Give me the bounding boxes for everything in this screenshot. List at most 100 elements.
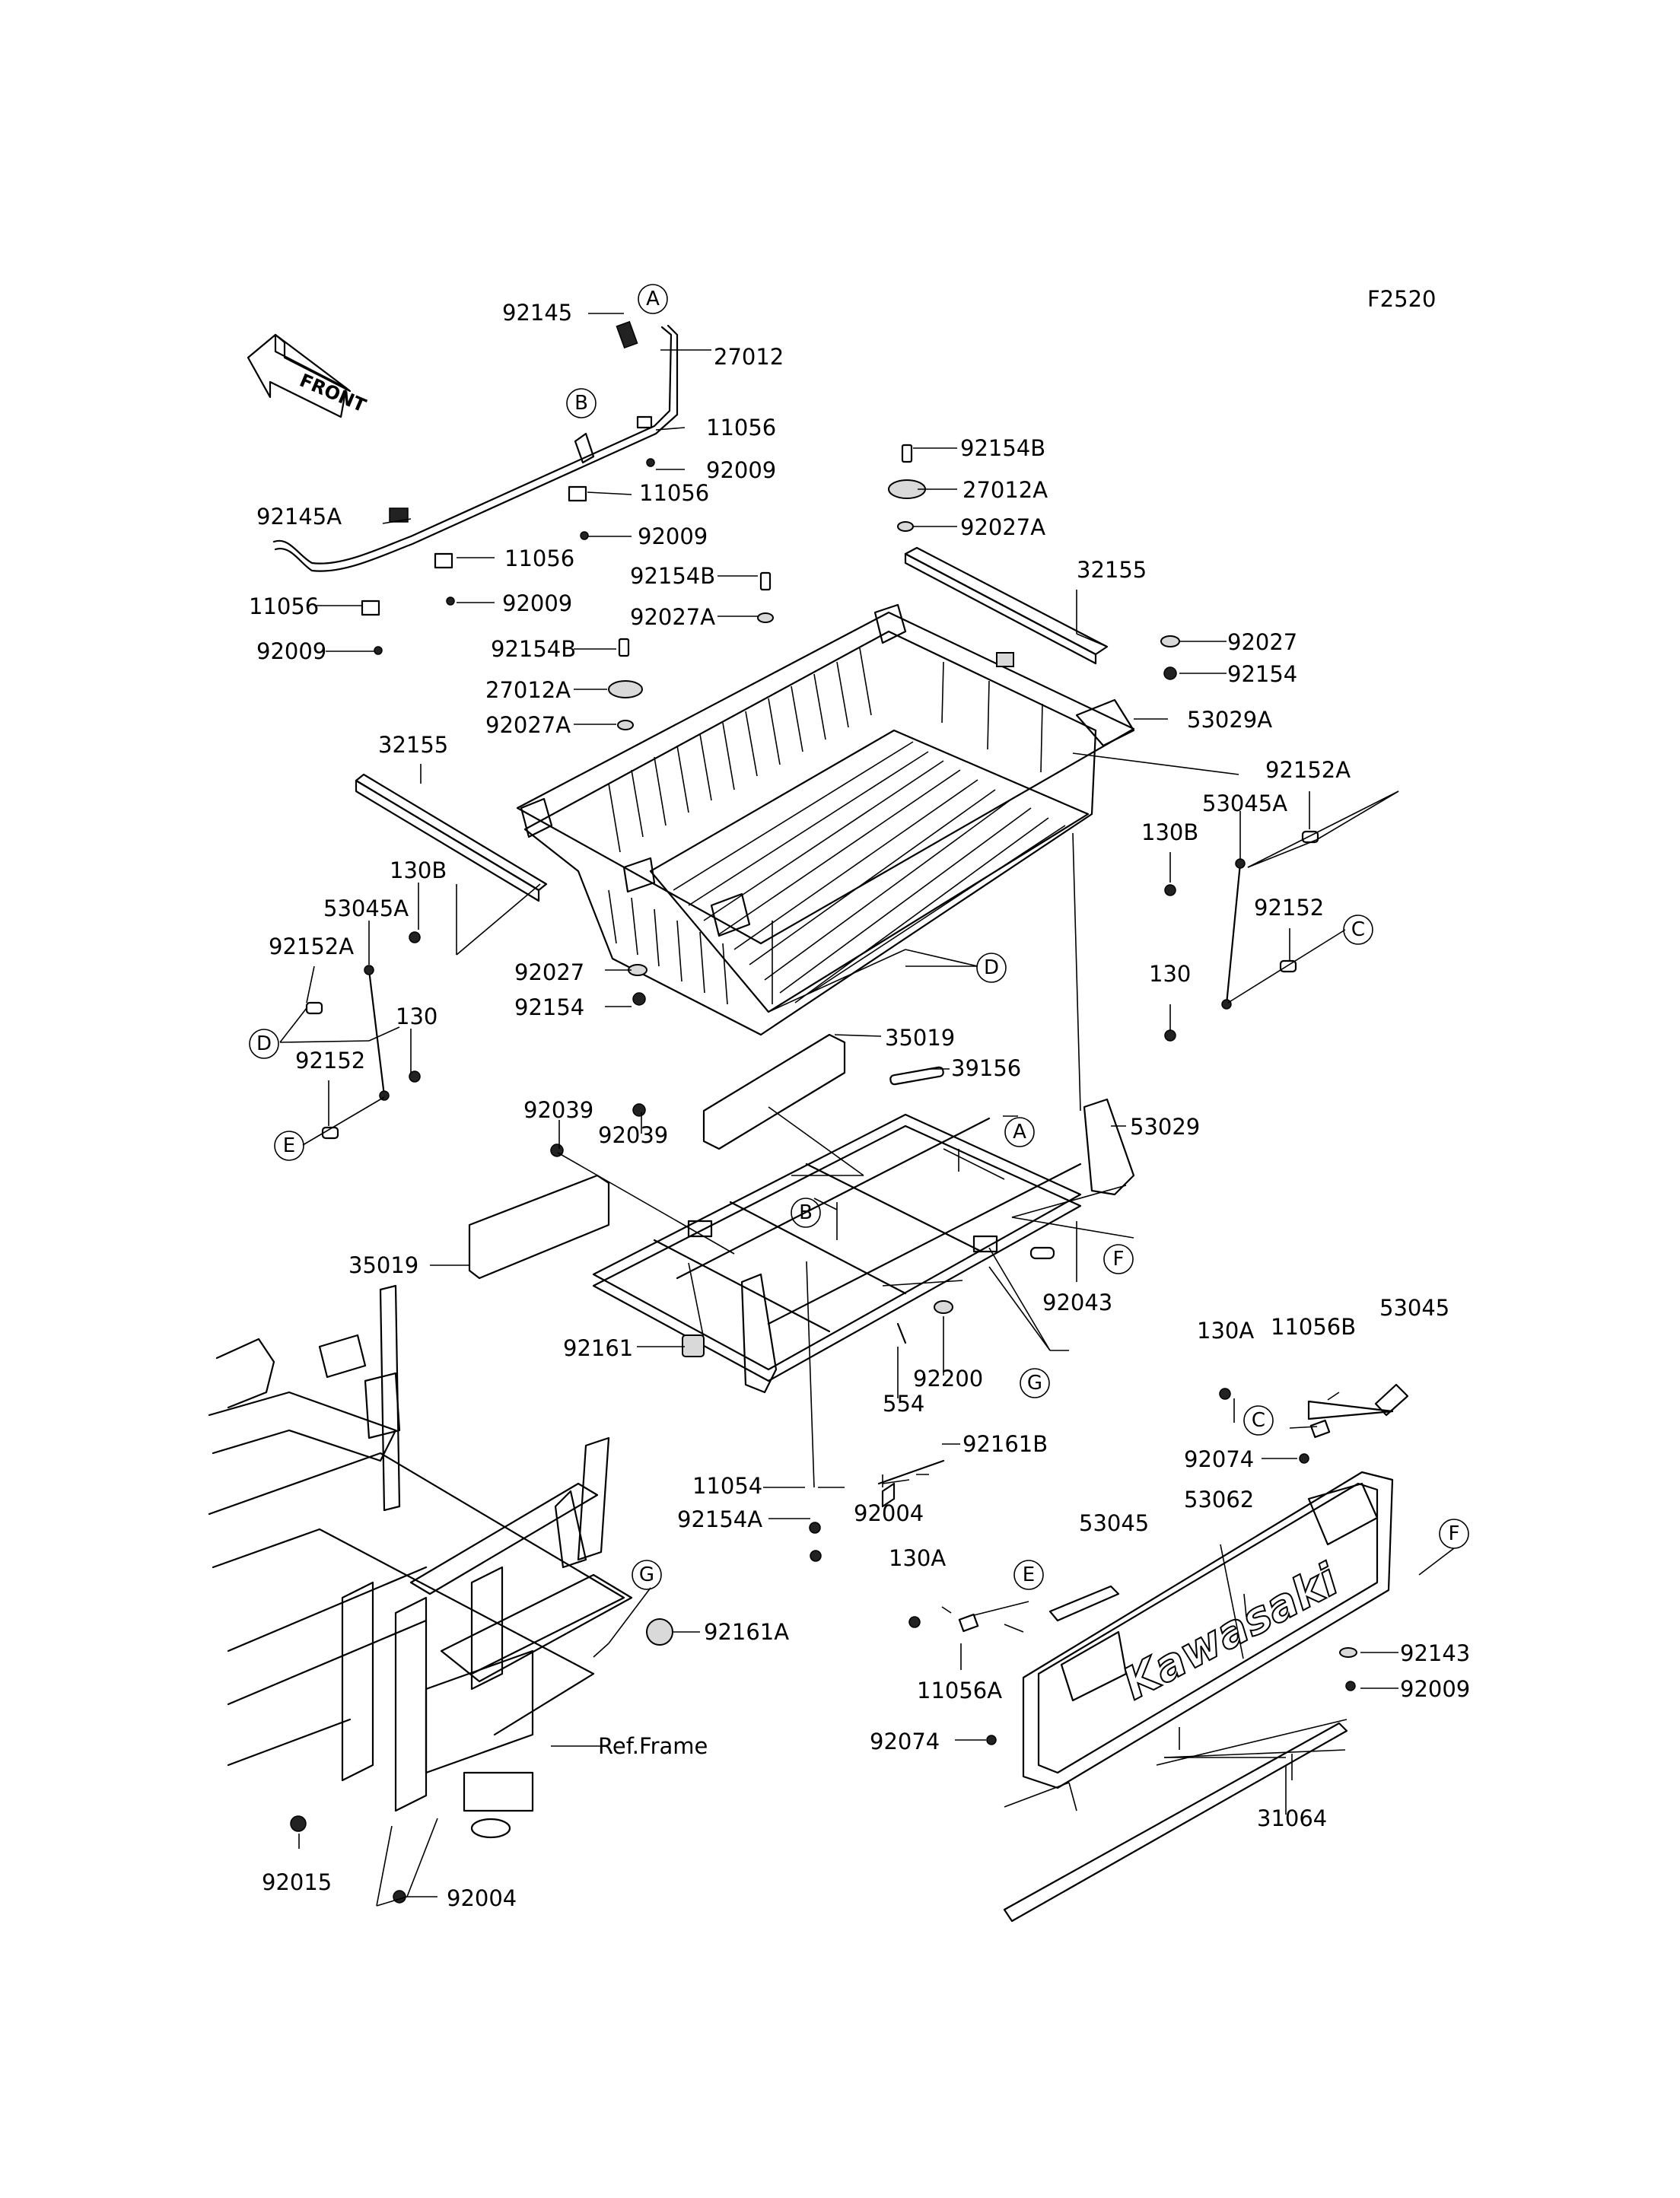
part-label: 53045 xyxy=(1079,1510,1149,1536)
part-label: 92009 xyxy=(1400,1676,1470,1702)
figure-code: F2520 xyxy=(1367,286,1436,312)
part-label: 27012 xyxy=(714,344,784,370)
part-label: 32155 xyxy=(378,732,448,758)
part-label: 53029 xyxy=(1130,1114,1200,1140)
svg-text:C: C xyxy=(1351,918,1365,941)
front-arrow-label: FRONT xyxy=(297,370,370,417)
latch-53045 xyxy=(958,1383,1409,1633)
part-label: 53029A xyxy=(1187,707,1272,733)
part-label: 11054 xyxy=(692,1473,762,1499)
leader-lines xyxy=(279,313,1455,1907)
part-label: 130A xyxy=(1197,1318,1254,1344)
part-label: 92043 xyxy=(1042,1290,1112,1315)
part-label: 130 xyxy=(1149,961,1191,987)
part-label: 53045A xyxy=(323,895,409,921)
part-label: 92145A xyxy=(256,504,342,530)
part-label: 92154 xyxy=(514,994,584,1020)
part-label: 92154 xyxy=(1227,661,1297,687)
part-label: 11056 xyxy=(706,415,776,441)
sub-frame xyxy=(592,1066,1135,1394)
part-label: 92154B xyxy=(630,563,715,589)
part-label: 92154B xyxy=(960,435,1045,461)
spring-92145-icon xyxy=(616,320,638,349)
part-label: 92074 xyxy=(870,1729,940,1754)
part-label: 27012A xyxy=(485,677,571,703)
svg-text:G: G xyxy=(1027,1372,1042,1395)
part-label: 92027 xyxy=(1227,629,1297,655)
part-label: 92004 xyxy=(854,1500,924,1526)
part-label: 92161 xyxy=(563,1335,633,1361)
callout-a-frame: A xyxy=(1004,1117,1035,1147)
part-label: 130A xyxy=(889,1545,946,1571)
part-label: 92152A xyxy=(1265,757,1351,783)
callout-g-frame: G xyxy=(1020,1368,1050,1398)
callout-circles: A B D C D E A B F G C F E G xyxy=(249,284,1469,1590)
callout-c-right: C xyxy=(1343,915,1373,945)
svg-text:D: D xyxy=(256,1032,272,1055)
part-label: 92015 xyxy=(262,1869,332,1895)
spring-92145A-icon xyxy=(389,507,409,523)
svg-text:E: E xyxy=(283,1134,295,1157)
part-label: 92154A xyxy=(677,1506,762,1532)
part-label: 35019 xyxy=(348,1252,418,1278)
part-label: 92161B xyxy=(963,1431,1048,1457)
cargo-bed xyxy=(516,603,1135,1036)
brand-logo: Kawasaki xyxy=(1115,1554,1348,1710)
vehicle-frame xyxy=(208,1284,673,1904)
part-label: 92009 xyxy=(706,457,776,483)
part-label: 92027A xyxy=(485,712,571,738)
panel-35019 xyxy=(468,1033,846,1280)
rail-32155 xyxy=(355,546,1109,902)
part-label: 32155 xyxy=(1077,557,1147,583)
part-label: 53045A xyxy=(1202,790,1287,816)
part-label: 92004 xyxy=(447,1885,517,1911)
svg-text:G: G xyxy=(639,1563,654,1586)
part-label: 92039 xyxy=(598,1122,668,1148)
callout-d-left: D xyxy=(249,1029,279,1059)
part-label: 92152A xyxy=(269,934,354,959)
part-label: 92039 xyxy=(523,1097,593,1123)
part-label: 92009 xyxy=(502,590,572,616)
callout-e-tailgate: E xyxy=(1013,1560,1044,1590)
part-label: 92152 xyxy=(1254,895,1324,921)
part-label: 92009 xyxy=(256,638,326,664)
callout-c-tailgate: C xyxy=(1243,1405,1274,1436)
callout-e-left: E xyxy=(274,1131,304,1161)
part-label: 53045 xyxy=(1379,1295,1449,1321)
side-guard-53029 xyxy=(1083,1098,1135,1196)
part-label: 92027A xyxy=(630,604,715,630)
svg-text:F: F xyxy=(1449,1522,1460,1545)
part-label: 92154B xyxy=(491,636,576,662)
part-label: 53062 xyxy=(1184,1487,1254,1513)
part-label: 39156 xyxy=(951,1055,1021,1081)
front-arrow-icon: FRONT xyxy=(247,333,370,418)
callout-g-frame-lower: G xyxy=(632,1560,662,1590)
svg-text:B: B xyxy=(799,1201,813,1224)
part-label: 92152 xyxy=(295,1048,365,1074)
svg-text:A: A xyxy=(646,288,660,310)
callout-b-frame: B xyxy=(791,1198,821,1228)
callout-a-top: A xyxy=(638,284,668,314)
part-label: 31064 xyxy=(1257,1805,1327,1831)
svg-text:B: B xyxy=(574,392,588,415)
svg-text:C: C xyxy=(1252,1409,1265,1432)
part-label: 11056 xyxy=(639,480,709,506)
svg-text:D: D xyxy=(984,956,999,979)
part-label: 130B xyxy=(1141,819,1198,845)
part-label: 27012A xyxy=(963,477,1048,503)
bumper-92161A-icon xyxy=(646,1618,673,1646)
part-label: 92009 xyxy=(638,523,708,549)
callout-b-top: B xyxy=(566,388,597,418)
part-label: 11056 xyxy=(249,593,319,619)
part-label: 554 xyxy=(883,1391,924,1417)
part-labels: 92145 27012 11056 92009 11056 92009 9214… xyxy=(249,300,1470,1911)
svg-text:F: F xyxy=(1113,1248,1125,1271)
svg-text:E: E xyxy=(1023,1563,1035,1586)
part-label: 92074 xyxy=(1184,1446,1254,1472)
callout-f-frame: F xyxy=(1103,1244,1134,1274)
part-label: 92027 xyxy=(514,959,584,985)
part-label: 92200 xyxy=(913,1366,983,1392)
svg-text:A: A xyxy=(1013,1121,1026,1144)
part-label: 130 xyxy=(396,1004,438,1029)
